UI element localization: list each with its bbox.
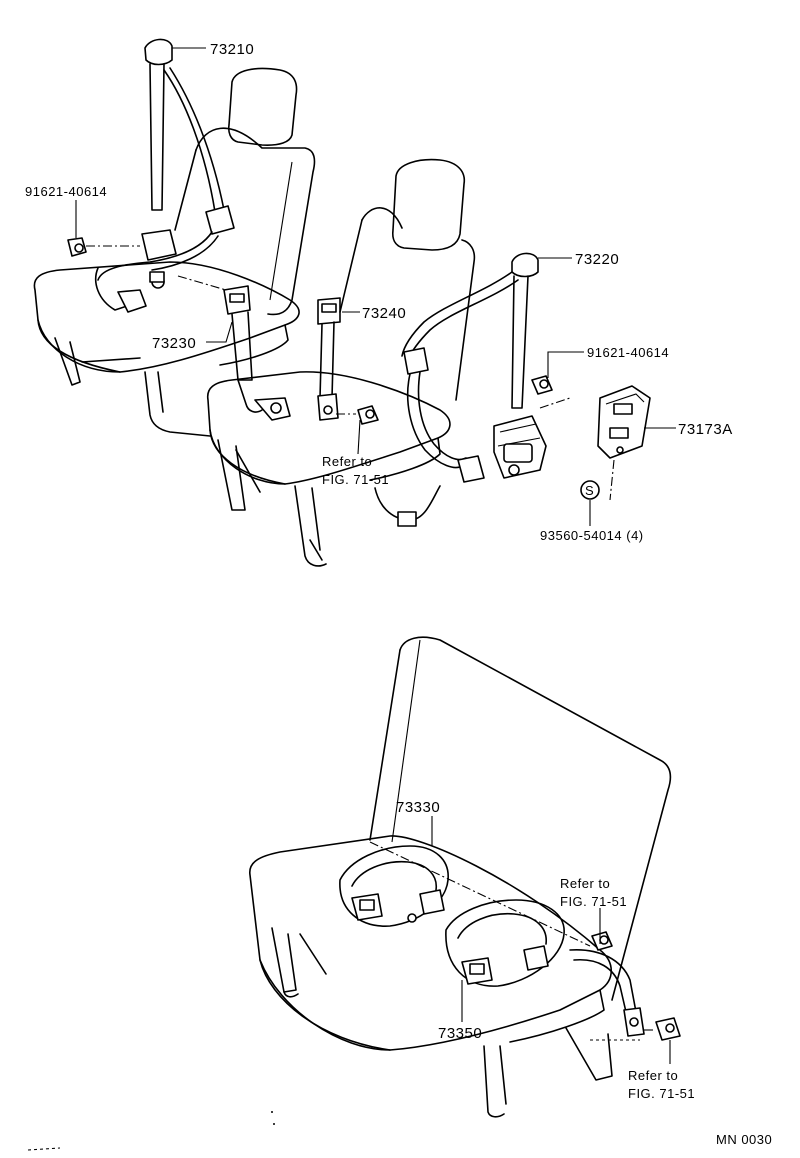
- label-91621-right: 91621-40614: [587, 345, 669, 360]
- label-73240: 73240: [362, 305, 406, 322]
- belt-73220: [401, 252, 571, 483]
- ref-upper-line2: FIG. 71-51: [322, 472, 389, 487]
- washer-symbol: S: [585, 483, 594, 498]
- belt-73210: [94, 38, 235, 313]
- ref-lower-line1: Refer to: [628, 1068, 678, 1083]
- belt-73350: [569, 949, 645, 1041]
- belt-73330: [339, 841, 591, 987]
- bolt-91621-right: [531, 375, 553, 395]
- bench-bolt-upper: [591, 931, 613, 951]
- label-73173A: 73173A: [678, 421, 733, 438]
- label-73350: 73350: [438, 1025, 482, 1042]
- scan-noise: [27, 1111, 275, 1151]
- label-73330: 73330: [396, 799, 440, 816]
- label-73230: 73230: [152, 335, 196, 352]
- label-73210: 73210: [210, 41, 254, 58]
- label-91621-left: 91621-40614: [25, 184, 107, 199]
- buckle-73240: [317, 297, 341, 421]
- front-center-seat: [206, 158, 476, 567]
- bolt-center: [336, 405, 379, 425]
- leader-lines: [75, 47, 676, 1064]
- bracket-73173A: [597, 385, 651, 501]
- part-labels: 73210 91621-40614 73230 73240 73220 9162…: [25, 41, 772, 1147]
- ref-upper-line1: Refer to: [322, 454, 372, 469]
- ref-lower-line2: FIG. 71-51: [628, 1086, 695, 1101]
- washer-93560: S: [580, 480, 600, 500]
- drawing-code: MN 0030: [716, 1132, 772, 1147]
- ref-middle-line1: Refer to: [560, 876, 610, 891]
- bolt-91621-left: [67, 237, 140, 257]
- label-73220: 73220: [575, 251, 619, 268]
- label-93560: 93560-54014 (4): [540, 528, 644, 543]
- ref-middle-line2: FIG. 71-51: [560, 894, 627, 909]
- front-left-seat: [33, 67, 316, 437]
- wire-connector: [374, 485, 441, 527]
- rear-bench-seat: [249, 636, 672, 1118]
- bench-bolt-lower: [644, 1017, 681, 1041]
- buckle-73230: [177, 275, 291, 421]
